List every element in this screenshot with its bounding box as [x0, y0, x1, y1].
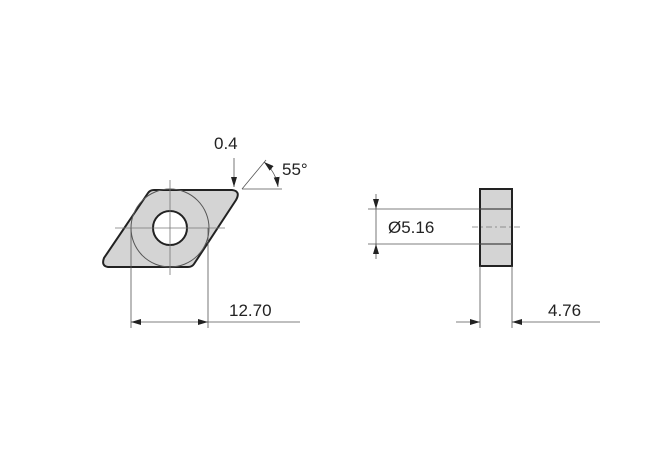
- angle-indicator: [241, 159, 282, 190]
- dimension-12-70: [130, 228, 300, 328]
- inscribed-circle-label: 12.70: [229, 301, 272, 320]
- center-lines: [115, 180, 225, 275]
- thickness-label: 4.76: [548, 301, 582, 320]
- corner-radius-label: 0.4: [214, 134, 238, 153]
- insert-side-view: [479, 188, 513, 267]
- angle-label: 55°: [282, 160, 308, 179]
- dimension-4-76: [456, 266, 600, 328]
- hole-diameter-label: Ø5.16: [388, 218, 435, 237]
- dimension-5-16: [368, 194, 480, 259]
- hole-edges: [480, 208, 512, 245]
